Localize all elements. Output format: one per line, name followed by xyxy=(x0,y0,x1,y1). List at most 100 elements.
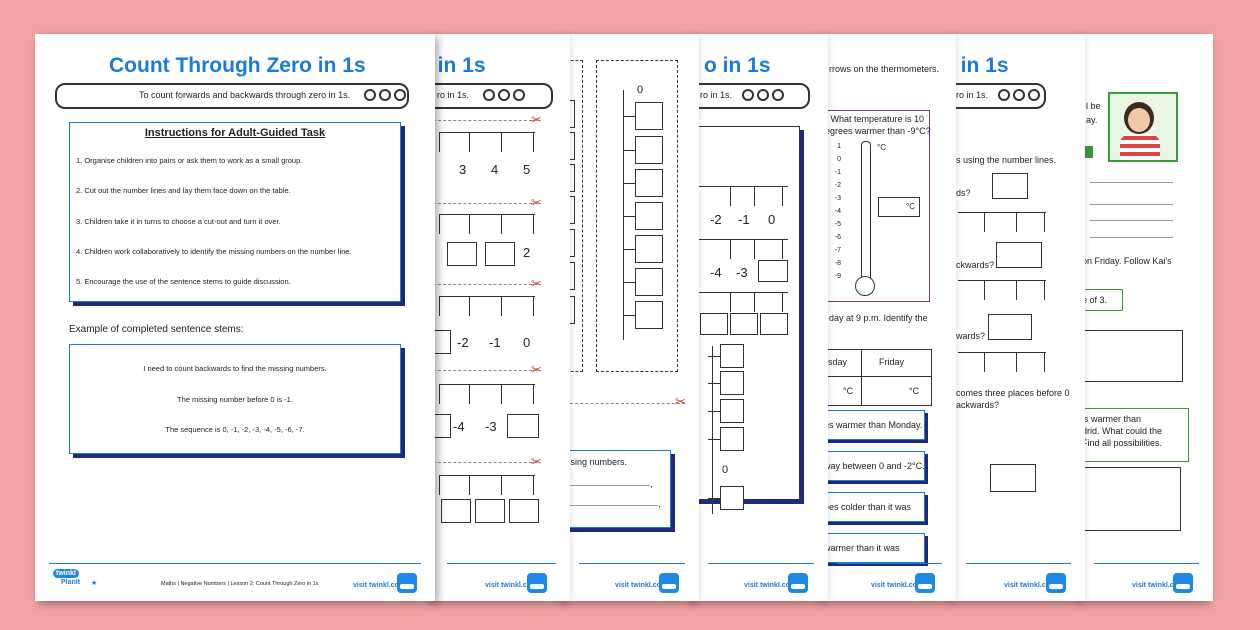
answer-box[interactable] xyxy=(565,296,575,324)
answer-box[interactable] xyxy=(758,260,788,282)
worksheet-page-6: o in 1s ro in 1s. s using the number lin… xyxy=(952,34,1085,601)
instructions-heading: Instructions for Adult-Guided Task xyxy=(144,127,326,139)
thermometer-question: ) What temperature is 10 egrees warmer t… xyxy=(823,110,931,302)
answer-box[interactable] xyxy=(996,242,1042,268)
thermometer-tick-label: -9 xyxy=(834,273,841,280)
answer-box[interactable] xyxy=(447,242,477,266)
cut-line xyxy=(433,284,537,285)
vertical-tick xyxy=(623,183,635,184)
answer-box[interactable] xyxy=(720,371,744,395)
page-title: o in 1s xyxy=(704,54,771,77)
answer-box[interactable] xyxy=(720,486,744,510)
answer-box[interactable] xyxy=(988,314,1032,340)
answer-box[interactable] xyxy=(433,330,451,354)
example-heading: Example of completed sentence stems: xyxy=(69,324,244,335)
visit-twinkl-link[interactable]: visit twinkl.com xyxy=(744,582,797,589)
answer-box[interactable] xyxy=(635,235,663,263)
instruction-text: s using the number lines. xyxy=(956,155,1057,165)
unit-label: °C xyxy=(877,143,886,152)
vertical-tick xyxy=(708,383,720,384)
answer-box[interactable] xyxy=(485,242,515,266)
answer-box[interactable] xyxy=(565,262,575,290)
visit-twinkl-link[interactable]: visit twinkl.com xyxy=(1132,582,1185,589)
answer-box[interactable] xyxy=(635,102,663,130)
answer-box[interactable] xyxy=(635,268,663,296)
visit-twinkl-link[interactable]: visit twinkl.com xyxy=(1004,582,1057,589)
answer-box xyxy=(1082,467,1181,531)
answer-box[interactable] xyxy=(760,313,788,335)
question-box: e of 3. xyxy=(1080,289,1123,311)
answer-box[interactable] xyxy=(635,136,663,164)
visit-twinkl-link[interactable]: visit twinkl.com xyxy=(871,582,924,589)
answer-box[interactable] xyxy=(565,229,575,257)
answer-box[interactable] xyxy=(507,414,539,438)
footer-text: Maths | Negative Numbers | Lesson 2: Cou… xyxy=(161,581,319,587)
number-line xyxy=(439,214,535,244)
statement-text: es warmer than Monday. xyxy=(824,420,923,430)
badge-icon xyxy=(397,573,417,593)
answer-box[interactable] xyxy=(992,173,1028,199)
statement-card: way between 0 and -2°C. xyxy=(823,451,925,481)
vertical-tick xyxy=(623,116,635,117)
answer-box[interactable] xyxy=(720,344,744,368)
vertical-tick xyxy=(623,150,635,151)
answer-box[interactable] xyxy=(565,196,575,224)
statement-card: es warmer than Monday. xyxy=(823,410,925,440)
cut-line xyxy=(433,120,537,121)
thermometer-tick-label: -5 xyxy=(834,221,841,228)
number-line xyxy=(958,280,1046,310)
visit-twinkl-link[interactable]: visit twinkl.com xyxy=(485,582,538,589)
thermometer-tick-label: -1 xyxy=(834,169,841,176)
answer-box[interactable] xyxy=(720,427,744,451)
answer-box[interactable] xyxy=(565,164,575,192)
page-footer: visit twinkl.com xyxy=(433,557,570,601)
visit-twinkl-link[interactable]: visit twinkl.com xyxy=(615,582,668,589)
cut-out-card xyxy=(565,60,583,372)
progress-circles xyxy=(998,89,1040,101)
worksheet-page-3: 0 ✂ ssing numbers. , , visit twinkl.com xyxy=(565,34,699,601)
visit-twinkl-link[interactable]: visit twinkl.com xyxy=(353,582,406,589)
star-icon: ★ xyxy=(91,580,98,587)
answer-line xyxy=(1090,204,1173,205)
scissors-icon: ✂ xyxy=(531,454,542,469)
page-title: Count Through Zero in 1s xyxy=(109,54,366,77)
cut-line xyxy=(433,462,537,463)
vertical-tick xyxy=(708,356,720,357)
statement-text: way between 0 and -2°C. xyxy=(824,461,925,471)
scissors-icon: ✂ xyxy=(531,195,542,210)
thermometer-tick-label: 0 xyxy=(837,156,841,163)
scissors-icon: ✂ xyxy=(675,394,686,409)
question-text: comes three places before 0 ackwards? xyxy=(956,388,1070,410)
answer-box[interactable] xyxy=(635,202,663,230)
cut-line xyxy=(433,370,537,371)
page-footer: visit twinkl.com xyxy=(694,557,828,601)
statement-card: warmer than it was xyxy=(823,533,925,563)
answer-box[interactable]: °C xyxy=(878,197,920,217)
answer-box[interactable] xyxy=(565,100,575,128)
answer-box[interactable] xyxy=(441,499,471,523)
answer-box[interactable] xyxy=(565,132,575,160)
vertical-tick xyxy=(708,498,720,499)
badge-icon xyxy=(659,573,679,593)
answer-line xyxy=(1090,182,1173,183)
thermometer-tick-label: -8 xyxy=(834,260,841,267)
answer-box[interactable] xyxy=(720,399,744,423)
badge-icon xyxy=(915,573,935,593)
progress-circles xyxy=(364,89,406,101)
answer-box[interactable] xyxy=(730,313,758,335)
answer-box[interactable] xyxy=(509,499,539,523)
answer-box[interactable] xyxy=(990,464,1036,492)
answer-box[interactable] xyxy=(700,313,728,335)
number-line xyxy=(439,384,535,414)
answer-box[interactable] xyxy=(635,301,663,329)
page-footer: visit twinkl.com xyxy=(565,557,699,601)
badge-icon xyxy=(1173,573,1193,593)
answer-box[interactable] xyxy=(433,414,451,438)
page-footer: visit twinkl.com xyxy=(952,557,1085,601)
question-text: ds? xyxy=(956,188,971,198)
answer-box[interactable] xyxy=(635,169,663,197)
worksheet-page-4: o in 1s ro in 1s. -2 -1 0 -4 -3 0 visit … xyxy=(694,34,828,601)
answer-box[interactable] xyxy=(475,499,505,523)
vertical-tick xyxy=(623,216,635,217)
page-footer: twinkl PlanIt ★ Maths | Negative Numbers… xyxy=(35,557,435,601)
